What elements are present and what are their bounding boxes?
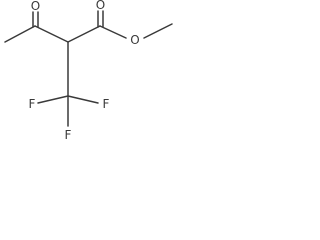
bond-ketone-central [34,25,69,43]
bonds [4,10,173,127]
atom-labels: O O O F F F [29,0,140,142]
fluorine-left-label: F [29,97,36,111]
fluorine-bottom-label: F [65,128,72,142]
structure-canvas: O O O F F F [0,0,180,158]
bond-methyl-ketone-carbon [4,25,36,43]
molecule-structure: O O O F F F [4,0,173,142]
bond-central-ester [67,25,101,43]
bond-ester-ether-oxygen [99,25,127,39]
ester-ether-oxygen-label: O [130,33,139,47]
ketone-oxygen-label: O [31,0,40,13]
fluorine-right-label: F [103,97,110,111]
ester-carbonyl-oxygen-label: O [96,0,105,12]
bond-cf3-fluorine-right [67,95,99,104]
bond-ether-oxygen-methyl [143,23,173,39]
bond-cf3-fluorine-left [37,95,69,104]
